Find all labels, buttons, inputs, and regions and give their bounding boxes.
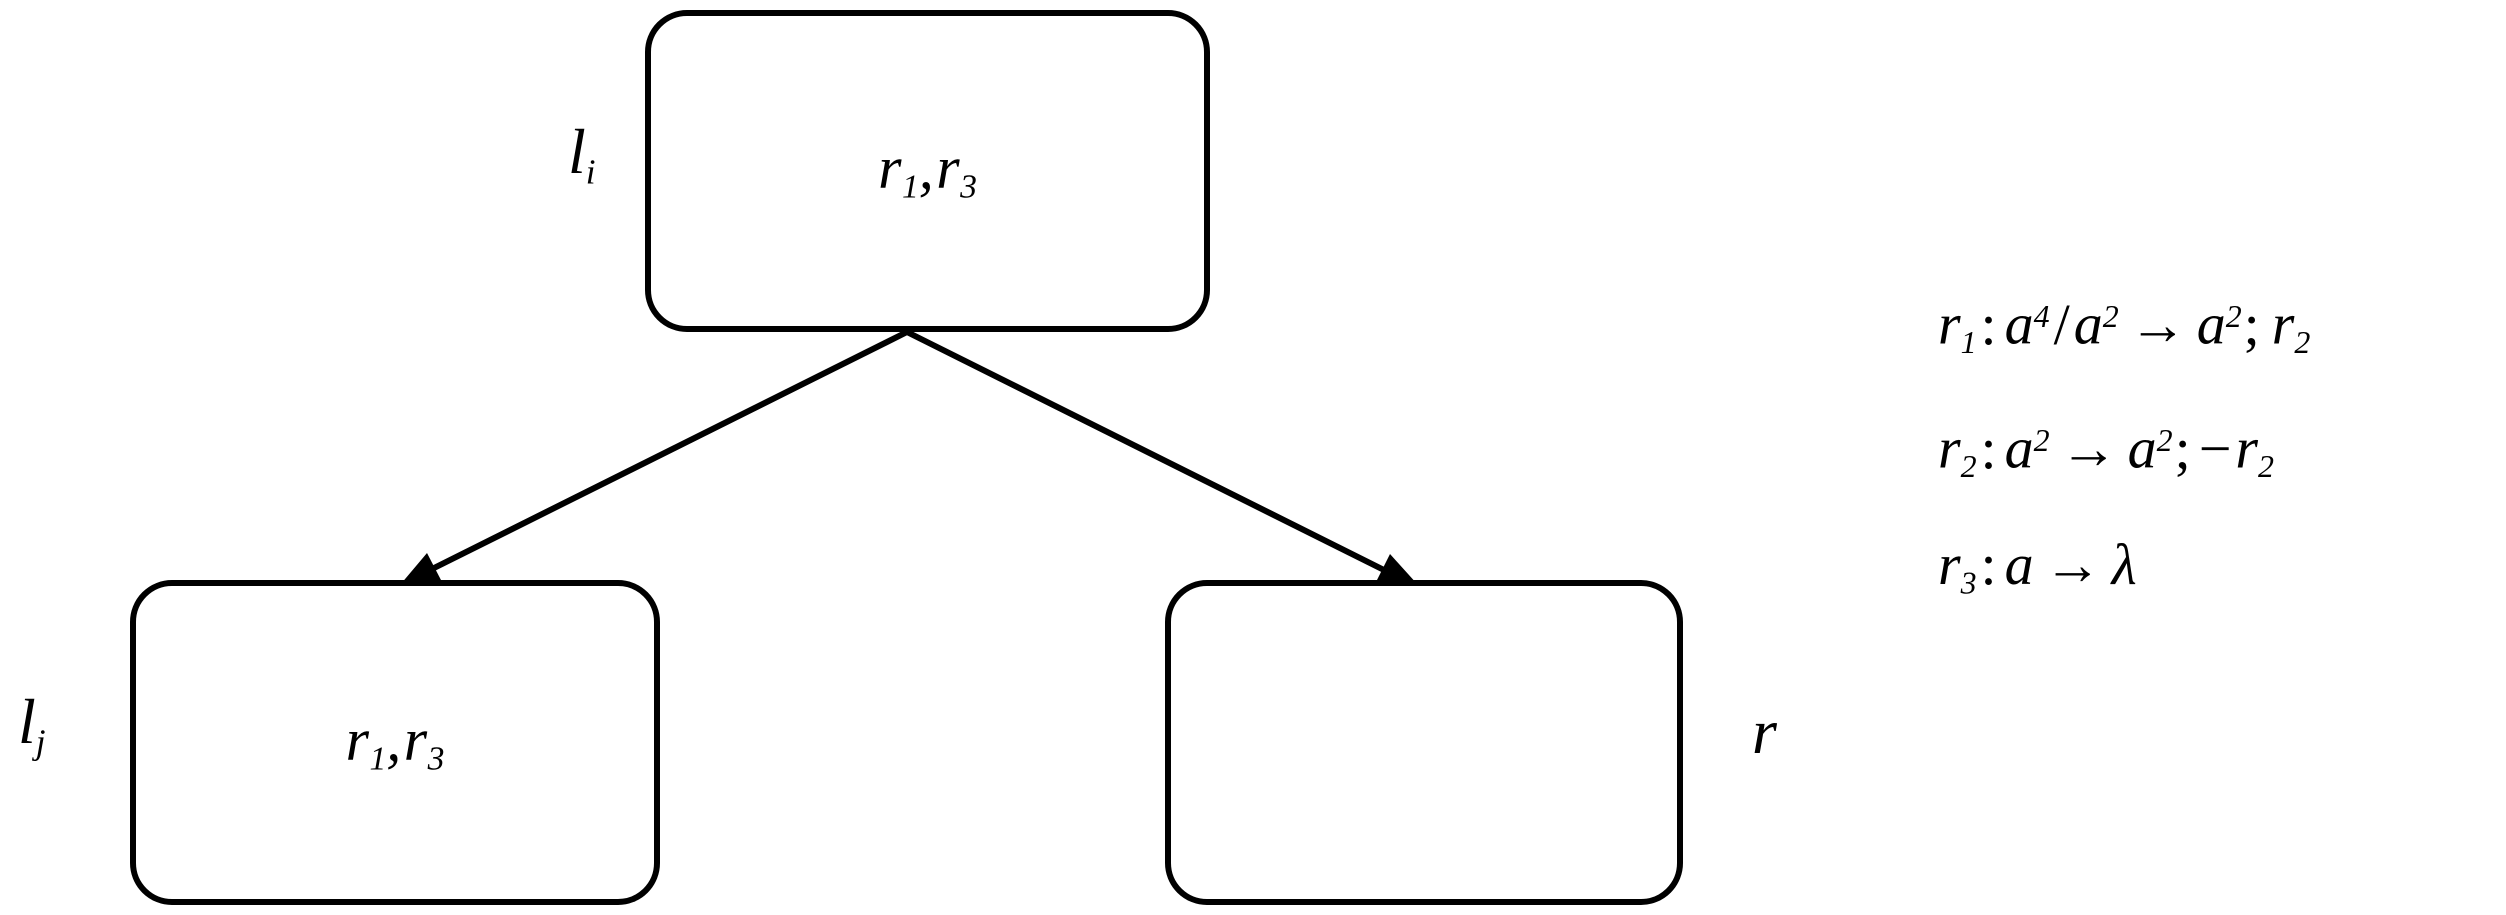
node-bl-comma: ,	[386, 706, 402, 773]
rule1-lhs2: a	[2073, 291, 2103, 357]
rule1-rhs: a	[2196, 291, 2226, 357]
node-label-lj-sub: j	[35, 722, 46, 762]
node-label-lj-base: l	[18, 686, 36, 757]
rule1-colon: :	[1980, 291, 1997, 357]
rule1-lhs: a	[2004, 291, 2034, 357]
rule2-rhs-sup: 2	[2156, 423, 2173, 459]
rule1-arrow-icon: →	[2128, 291, 2187, 357]
rule1-divider: /	[2053, 291, 2070, 357]
rule1-rhs-sup: 2	[2225, 299, 2242, 334]
edge-line-right	[905, 329, 1394, 577]
rule1-name-sub: 1	[1960, 325, 1977, 361]
node-top-sub2: 3	[960, 168, 977, 206]
rule1-lhs-sup: 4	[2033, 299, 2050, 334]
rule2-semicolon: ;	[2174, 415, 2191, 481]
rule-list: r1:a4/a2→a2;r2 r2:a2→a2;−r2 r3:a→λ	[1938, 268, 2498, 633]
node-top-content: r1,r3	[878, 138, 977, 204]
rule2-lhs-sup: 2	[2033, 423, 2050, 459]
node-label-lj: lj	[18, 690, 46, 760]
node-label-li: li	[568, 120, 596, 190]
rule3-lhs: a	[2004, 532, 2034, 598]
node-box-top[interactable]: r1,r3	[645, 10, 1210, 332]
rule3-name: r	[1938, 532, 1961, 598]
rule1-lhs2-sup: 2	[2102, 299, 2119, 334]
edge-top-to-bottom-left	[400, 329, 909, 585]
rule3-colon: :	[1980, 532, 1997, 598]
edge-top-to-bottom-right	[905, 329, 1418, 585]
rule1-name: r	[1938, 291, 1961, 357]
node-top-sub1: 1	[901, 168, 919, 206]
node-box-bottom-right[interactable]	[1165, 580, 1683, 905]
rule-line-2: r2:a2→a2;−r2	[1938, 392, 2498, 516]
edge-line-left	[422, 329, 909, 576]
node-bl-var1: r	[345, 706, 370, 773]
rule1-next-sub: 2	[2294, 325, 2311, 361]
rule3-name-sub: 3	[1960, 565, 1977, 601]
node-label-r-base: r	[1752, 696, 1777, 767]
rule2-name-sub: 2	[1960, 449, 1977, 485]
rule1-semicolon: ;	[2243, 291, 2260, 357]
node-bl-var2: r	[403, 706, 428, 773]
rule3-rhs-lambda: λ	[2111, 532, 2137, 598]
rule2-rhs: a	[2127, 415, 2157, 481]
node-top-var1: r	[878, 135, 902, 201]
rule-line-1: r1:a4/a2→a2;r2	[1938, 268, 2498, 392]
node-top-comma: ,	[918, 135, 935, 201]
rule2-next: r	[2235, 415, 2258, 481]
rule2-lhs: a	[2004, 415, 2034, 481]
rule2-next-sign: −	[2198, 415, 2232, 481]
rule-line-3: r3:a→λ	[1938, 516, 2498, 633]
rule1-next-sign	[2264, 292, 2272, 357]
node-box-bottom-left[interactable]: r1,r3	[130, 580, 660, 905]
rule2-next-sub: 2	[2257, 449, 2274, 485]
node-label-li-base: l	[568, 116, 586, 187]
rule2-name: r	[1938, 415, 1961, 481]
node-label-r: r	[1752, 700, 1777, 764]
node-top-var2: r	[936, 135, 961, 201]
node-bl-sub1: 1	[369, 739, 387, 777]
rule1-next: r	[2271, 291, 2295, 357]
rule3-arrow-icon: →	[2043, 532, 2102, 598]
rule2-arrow-icon: →	[2059, 415, 2118, 481]
node-bl-sub2: 3	[427, 739, 445, 777]
node-bottom-left-content: r1,r3	[346, 710, 445, 776]
node-label-li-sub: i	[585, 152, 596, 192]
rule2-colon: :	[1980, 415, 1997, 481]
